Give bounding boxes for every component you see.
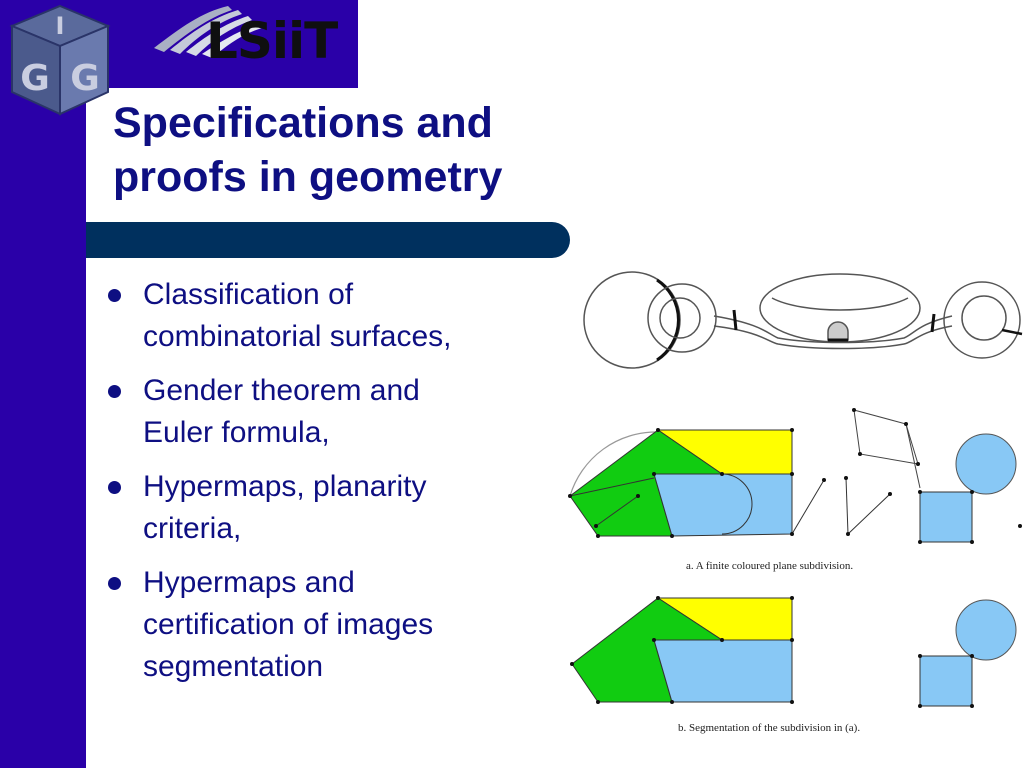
bullet-line: Hypermaps and	[143, 566, 355, 599]
bullet-dot-icon	[108, 481, 121, 494]
cube-letter-left: G	[20, 58, 50, 99]
bullet-dot-icon	[108, 289, 121, 302]
figure-a-caption: a. A finite coloured plane subdivision.	[686, 560, 853, 572]
bullet-line: Gender theorem and	[143, 374, 420, 407]
bullet-line: certification of images	[143, 608, 434, 641]
plane-subdivision-figure: a. A finite coloured plane subdivision.	[568, 408, 1022, 572]
figure-b-caption: b. Segmentation of the subdivision in (a…	[678, 722, 860, 734]
bullet-item: Gender theorem and Euler formula,	[100, 370, 570, 454]
bullet-list: Classification of combinatorial surfaces…	[100, 274, 570, 700]
left-blue-band	[0, 0, 86, 768]
igg-cube-logo: I G G	[9, 4, 111, 116]
segmentation-figure: b. Segmentation of the subdivision in (a…	[570, 596, 1017, 734]
bullet-line: Classification of	[143, 278, 354, 311]
lsiit-swoosh-logo	[154, 6, 262, 58]
bullet-line: combinatorial surfaces,	[143, 320, 452, 353]
geometry-figures: a. A finite coloured plane subdivision. …	[568, 271, 1023, 734]
bullet-line: Euler formula,	[143, 416, 330, 449]
title-line-2: proofs in geometry	[113, 153, 503, 201]
cube-letter-top: I	[56, 12, 65, 40]
bullet-item: Classification of combinatorial surfaces…	[100, 274, 570, 358]
bullet-dot-icon	[108, 577, 121, 590]
cube-letter-right: G	[70, 58, 100, 99]
bullet-line: criteria,	[143, 512, 242, 545]
bullet-item: Hypermaps, planarity criteria,	[100, 466, 570, 550]
title-line-1: Specifications and	[113, 99, 493, 147]
bullet-line: Hypermaps, planarity	[143, 470, 427, 503]
slide-title: Specifications and proofs in geometry	[113, 96, 583, 204]
lsiit-wordmark: LSiiT	[206, 12, 338, 70]
bullet-line: segmentation	[143, 650, 324, 683]
combinatorial-surface-figure	[583, 271, 1023, 369]
title-underline-bar	[86, 222, 570, 258]
bullet-item: Hypermaps and certification of images se…	[100, 562, 570, 688]
bullet-dot-icon	[108, 385, 121, 398]
